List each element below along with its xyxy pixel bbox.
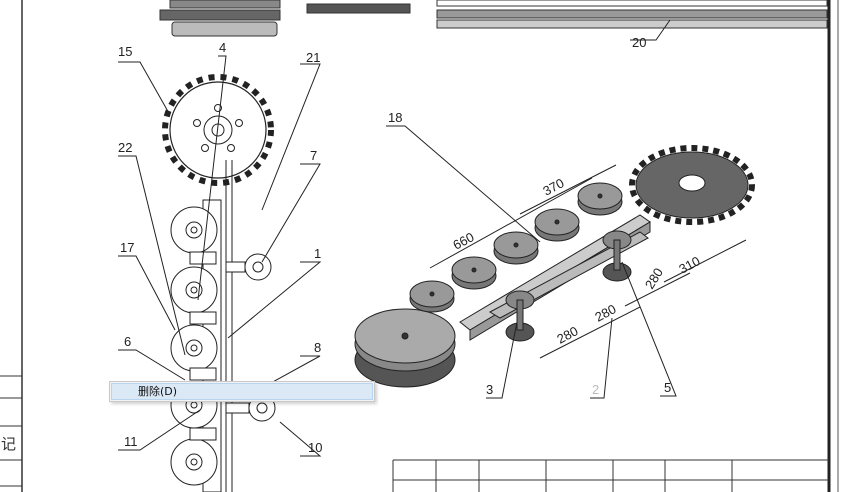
dimension-370: 370: [540, 175, 566, 198]
leader-lines-left: [118, 55, 322, 457]
dimension-280-a: 280: [642, 265, 666, 291]
callout-3: 3: [486, 382, 493, 397]
leader-lines-right: [386, 19, 677, 399]
callout-8: 8: [314, 340, 321, 355]
isometric-assembly: [354, 182, 651, 388]
dimension-280-b: 280: [592, 301, 618, 324]
bottom-table: [392, 459, 829, 492]
callout-18: 18: [388, 110, 402, 125]
callout-20: 20: [632, 35, 646, 50]
callout-5: 5: [664, 380, 671, 395]
callout-2: 2: [592, 382, 599, 397]
menu-item-delete[interactable]: 删除(D): [111, 383, 373, 400]
context-menu: 删除(D): [109, 381, 375, 402]
left-title-block: [0, 375, 22, 487]
callout-4: 4: [219, 40, 226, 55]
callout-10: 10: [308, 440, 322, 455]
callout-15: 15: [118, 44, 132, 59]
title-block-text: 记: [1, 435, 16, 453]
dimension-lines: [429, 164, 747, 359]
callout-21: 21: [306, 50, 320, 65]
roller-column: [170, 160, 276, 492]
dimension-660: 660: [450, 229, 476, 252]
callout-1: 1: [314, 246, 321, 261]
callout-22: 22: [118, 140, 132, 155]
callout-6: 6: [124, 334, 131, 349]
callout-7: 7: [310, 148, 317, 163]
callout-17: 17: [120, 240, 134, 255]
dimension-280-c: 280: [554, 323, 580, 346]
sprocket-gear-iso: [629, 145, 755, 225]
top-view-fragment: [159, 0, 828, 37]
callout-11: 11: [124, 434, 138, 449]
